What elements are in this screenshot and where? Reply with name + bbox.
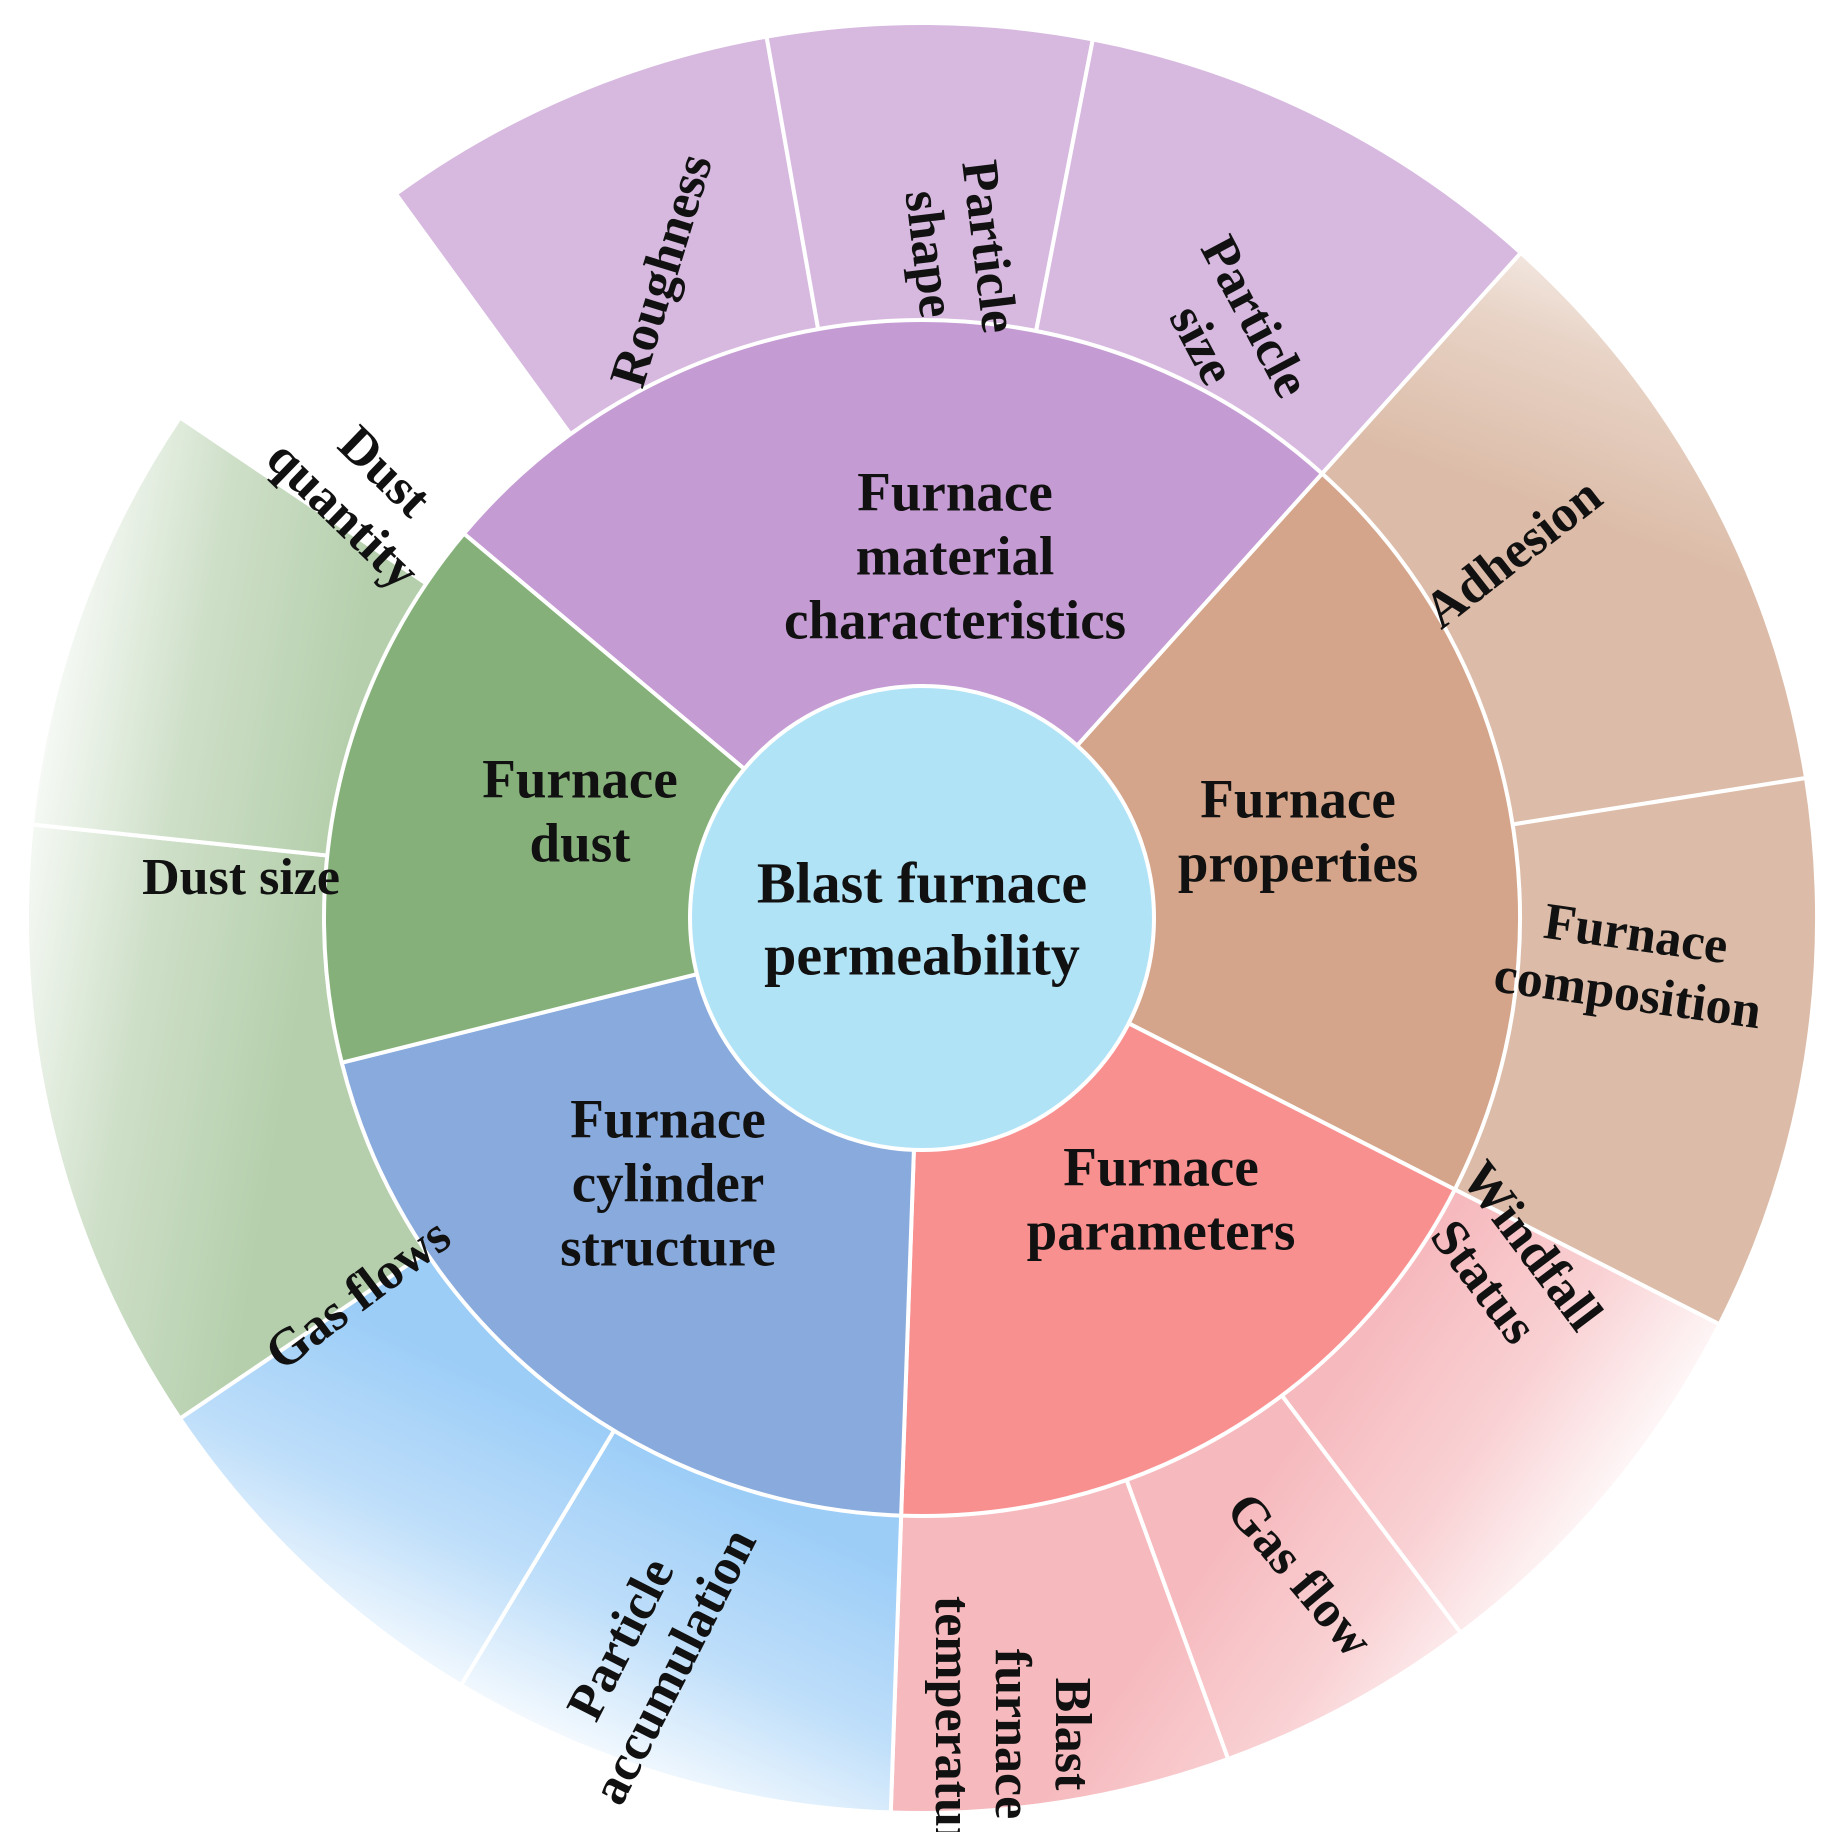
center-circle bbox=[688, 684, 1156, 1152]
center-node bbox=[688, 684, 1156, 1152]
inner-ring bbox=[322, 318, 1522, 1519]
factor-label-dust-0: Dust size bbox=[142, 849, 340, 906]
factor-label-parameters-2: Blastfurnacetemperature bbox=[924, 1596, 1101, 1832]
outer-ring bbox=[25, 21, 1819, 1815]
